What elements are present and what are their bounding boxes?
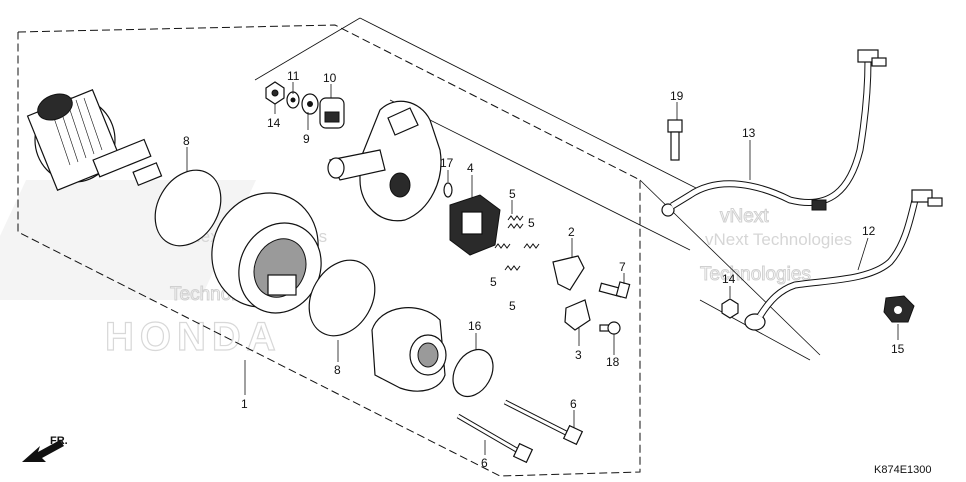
- nut-14-right: [721, 298, 739, 319]
- callout-8-b: 8: [334, 363, 341, 377]
- long-bolts: [456, 399, 584, 464]
- diagram-code: K874E1300: [874, 464, 932, 476]
- callouts: 1 2 3 4 5 5 5 5 6 6 7 8 8 9 10 11 12 13 …: [183, 69, 905, 470]
- assembly-outline: [17, 24, 641, 477]
- callout-16: 16: [468, 319, 482, 333]
- direction-arrow-icon: [22, 440, 64, 462]
- brush-holder: [449, 194, 501, 256]
- o-ring-8-upper: [154, 169, 222, 247]
- leader-lines: [186, 82, 899, 455]
- rear-cover: [371, 307, 447, 392]
- callout-14-b: 14: [722, 272, 736, 286]
- watermark-company-4: vNext Technologies: [705, 230, 852, 249]
- watermark-company-3: vNext: [720, 206, 769, 227]
- screw-18: [599, 321, 621, 335]
- clip-15: [883, 295, 915, 323]
- callout-6-a: 6: [570, 397, 577, 411]
- watermark-honda: HONDA: [105, 315, 282, 359]
- cable-12: [744, 189, 943, 331]
- direction-indicator: FR.: [22, 435, 68, 462]
- callout-15: 15: [891, 342, 905, 356]
- callout-5-d: 5: [509, 299, 516, 313]
- callout-17: 17: [440, 156, 454, 170]
- callout-4: 4: [467, 161, 474, 175]
- callout-3: 3: [575, 348, 582, 362]
- callout-11: 11: [287, 69, 300, 83]
- bolt-7: [598, 281, 631, 299]
- washer-17: [443, 182, 453, 198]
- callout-14-a: 14: [267, 116, 281, 130]
- callout-7: 7: [619, 260, 626, 274]
- callout-13: 13: [742, 126, 756, 140]
- front-bracket: [327, 100, 442, 222]
- o-ring-16: [452, 348, 494, 398]
- callout-5-c: 5: [490, 275, 497, 289]
- nut-washer-group: [265, 81, 345, 129]
- callout-10: 10: [323, 71, 337, 85]
- brush-springs: [494, 215, 540, 271]
- callout-8-a: 8: [183, 134, 190, 148]
- callout-5-b: 5: [528, 216, 535, 230]
- callout-12: 12: [862, 224, 876, 238]
- callout-1: 1: [241, 397, 248, 411]
- armature: [26, 89, 163, 191]
- direction-label: FR.: [50, 435, 68, 447]
- callout-2: 2: [568, 225, 575, 239]
- callout-5-a: 5: [509, 187, 516, 201]
- motor-case: [211, 192, 322, 314]
- watermark-company-5: Technologies: [700, 264, 811, 285]
- o-ring-8-lower: [308, 259, 376, 337]
- callout-19: 19: [670, 89, 684, 103]
- terminal-parts: [552, 255, 591, 331]
- cable-13: [661, 49, 887, 217]
- bolt-19: [667, 119, 683, 161]
- callout-6-b: 6: [481, 456, 488, 470]
- callout-9: 9: [303, 132, 310, 146]
- callout-18: 18: [606, 355, 620, 369]
